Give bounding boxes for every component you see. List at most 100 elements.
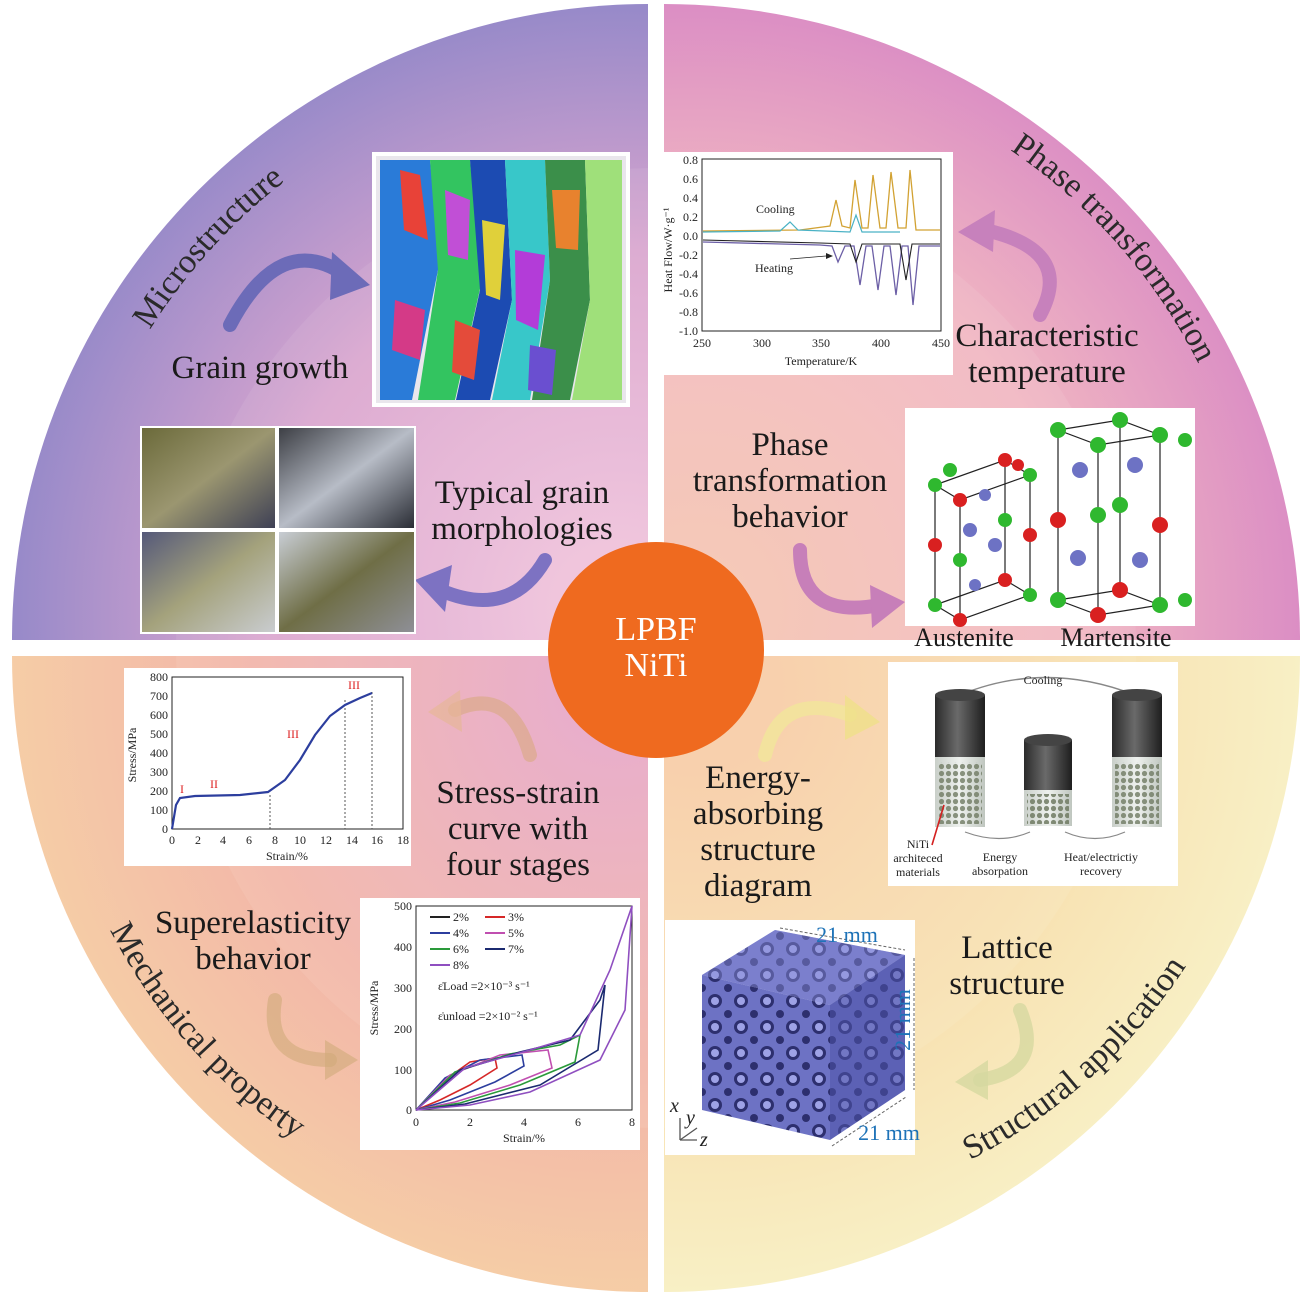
dsc-cooling-curve <box>702 169 940 232</box>
ss-xtick: 2 <box>195 833 201 847</box>
cycle-arrows <box>223 210 1057 1100</box>
arrow-energy-head <box>845 695 880 740</box>
label-austenite: Austenite <box>914 623 1014 652</box>
label-phase-behavior-1: Phase <box>752 427 829 463</box>
se-legend-item: 5% <box>508 926 524 940</box>
se-legend-item: 6% <box>453 942 469 956</box>
dsc-heating-curve-2 <box>702 239 940 281</box>
dsc-ytick: -0.2 <box>679 248 698 262</box>
dsc-heating-curve <box>702 241 940 306</box>
dsc-cooling-curve-2 <box>702 213 900 233</box>
ss-ytick: 700 <box>150 689 168 703</box>
se-ytick: 300 <box>394 981 412 995</box>
ss-xtick: 12 <box>320 833 332 847</box>
se-legend-item: 2% <box>453 910 469 924</box>
dsc-xtick: 450 <box>932 336 950 350</box>
arrow-characteristic <box>978 223 1057 322</box>
ss-xtick: 6 <box>246 833 252 847</box>
dsc-ytick: 0.8 <box>683 153 698 167</box>
ss-ytick: 200 <box>150 784 168 798</box>
dsc-ytick: -0.6 <box>679 286 698 300</box>
lattice-structure-image: 21 mm 21 mm 21 mm x y z <box>665 920 920 1155</box>
ss-xtick: 0 <box>169 833 175 847</box>
label-energy-2: absorbing <box>693 796 823 832</box>
arrow-lattice <box>973 1003 1034 1087</box>
ss-xtick: 10 <box>294 833 306 847</box>
label-superelasticity-2: behavior <box>195 941 310 977</box>
dsc-ytick: 0.2 <box>683 210 698 224</box>
se-xtick: 8 <box>629 1115 635 1129</box>
grain-map-image <box>372 152 630 407</box>
arrow-superelastic-head <box>325 1040 358 1080</box>
se-ytick: 400 <box>394 940 412 954</box>
ss-ytick: 0 <box>162 822 168 836</box>
dsc-ylabel: Heat Flow/W·g⁻¹ <box>661 207 675 292</box>
center-badge: LPBF NiTi <box>548 542 764 758</box>
dsc-ytick: 0.6 <box>683 172 698 186</box>
arrow-morphology <box>433 553 552 607</box>
label-martensite: Martensite <box>1060 623 1171 652</box>
arrow-phase-behavior-head <box>870 585 905 628</box>
ss-ytick: 800 <box>150 670 168 684</box>
energy-cooling-label: Cooling <box>1024 673 1063 687</box>
arrow-superelastic <box>266 993 337 1067</box>
arrow-grain-growth <box>223 253 352 332</box>
se-ytick: 200 <box>394 1022 412 1036</box>
se-ytick: 500 <box>394 899 412 913</box>
label-stress-strain-2: curve with <box>448 811 589 847</box>
label-grain-growth: Grain growth <box>172 350 349 386</box>
se-xtick: 4 <box>521 1115 527 1129</box>
label-phase-behavior-2: transformation <box>693 463 887 499</box>
axis-x-label: x <box>669 1095 679 1117</box>
energy-absorb-label-1: Energy <box>983 850 1017 864</box>
lattice-dim-side: 21 mm <box>890 989 915 1051</box>
cylinder-right <box>1112 689 1162 827</box>
martensite-atoms <box>1050 412 1192 623</box>
dsc-xlabel: Temperature/K <box>785 354 858 368</box>
label-energy-3: structure <box>700 832 815 868</box>
cylinder-left <box>935 689 985 827</box>
axis-z-label: z <box>699 1129 708 1151</box>
energy-absorb-label-2: absorpation <box>972 864 1028 878</box>
label-characteristic-2: temperature <box>968 354 1126 390</box>
ss-stage-label: III <box>348 678 360 692</box>
dsc-xtick: 400 <box>872 336 890 350</box>
ss-ytick: 500 <box>150 727 168 741</box>
grain-morphology-images <box>140 426 416 634</box>
dsc-ytick: -0.4 <box>679 267 698 281</box>
ss-ytick: 100 <box>150 803 168 817</box>
dsc-ytick: -0.8 <box>679 305 698 319</box>
label-energy-1: Energy- <box>705 760 811 796</box>
dsc-xtick: 350 <box>812 336 830 350</box>
ss-stage-label: I <box>180 782 184 796</box>
label-lattice-2: structure <box>949 966 1064 1002</box>
ss-stage-label: II <box>210 777 218 791</box>
energy-recovery-label-1: Heat/electrictiy <box>1064 850 1138 864</box>
ss-xlabel: Strain/% <box>266 849 308 863</box>
arrow-morphology-head <box>415 565 452 612</box>
arrow-grain-growth-head <box>330 252 370 300</box>
se-xtick: 6 <box>575 1115 581 1129</box>
label-characteristic-1: Characteristic <box>955 318 1138 354</box>
ss-xtick: 18 <box>397 833 409 847</box>
ss-curve <box>170 691 373 830</box>
energy-niti-label-2: architeced <box>893 851 942 865</box>
se-rate-unload: ε̇unload =2×10⁻² s⁻¹ <box>438 1009 538 1023</box>
ss-ytick: 300 <box>150 765 168 779</box>
dsc-ytick: 0.0 <box>683 229 698 243</box>
ss-stage-label: III <box>287 727 299 741</box>
superelastic-chart: 500 400 300 200 100 0 0 2 4 6 8 Strain/%… <box>360 898 640 1150</box>
se-xtick: 2 <box>467 1115 473 1129</box>
dsc-heating-label: Heating <box>755 261 793 275</box>
ss-xtick: 8 <box>272 833 278 847</box>
se-ytick: 0 <box>406 1103 412 1117</box>
arrow-energy <box>758 701 857 762</box>
se-legend: 2% 3% 4% 5% 6% 7% 8% ε̇Load =2×10⁻³ s⁻¹ … <box>430 910 538 1023</box>
ss-ytick: 600 <box>150 708 168 722</box>
center-line-1: LPBF <box>615 611 696 648</box>
label-phase-behavior-3: behavior <box>732 499 847 535</box>
dsc-cooling-label: Cooling <box>756 202 795 216</box>
axis-triad: x y z <box>669 1095 708 1151</box>
ss-xtick: 4 <box>220 833 226 847</box>
